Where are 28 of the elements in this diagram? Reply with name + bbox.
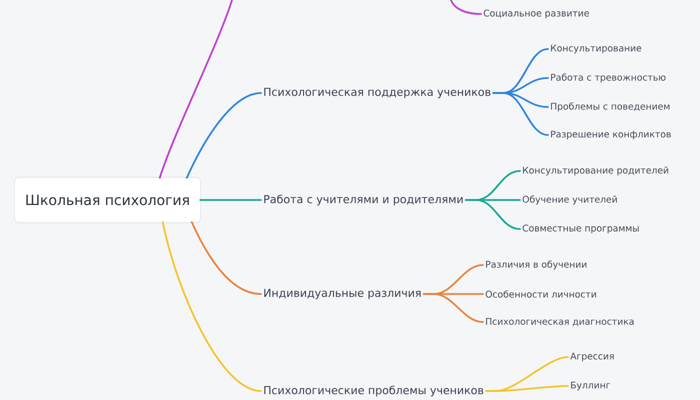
- subtopic-label: Буллинг: [571, 382, 610, 390]
- branch-line: [464, 199, 521, 230]
- subtopic-label: Различия в обучении: [486, 260, 586, 270]
- central-topic-box: Школьная психология: [14, 176, 201, 224]
- subtopic-label: Обучение учителей: [522, 195, 617, 205]
- branch-line: [190, 221, 262, 295]
- topic-label: Психологические проблемы учеников: [264, 386, 484, 396]
- subtopic-label: Консультирование: [551, 44, 642, 54]
- subtopic-label: Агрессия: [570, 352, 614, 362]
- subtopic-label: Разрешение конфликтов: [551, 130, 671, 140]
- branch-line: [450, 0, 482, 15]
- subtopic-label: Совместные программы: [522, 224, 639, 234]
- branch-line: [162, 221, 262, 392]
- topic-label: Работа с учителями и родителями: [264, 194, 463, 206]
- branch-line: [186, 92, 262, 179]
- topic-label: Индивидуальные различия: [264, 288, 421, 300]
- subtopic-label: Психологическая диагностика: [486, 318, 634, 326]
- branch-line: [199, 199, 262, 201]
- branch-line: [492, 92, 549, 136]
- branch-line: [422, 293, 484, 323]
- subtopic-label: Консультирование родителей: [523, 166, 668, 176]
- topic-label: Психологическая поддержка учеников: [264, 88, 490, 98]
- subtopic-label: Социальное развитие: [484, 10, 589, 18]
- subtopic-label: Проблемы с поведением: [551, 102, 670, 112]
- subtopic-label: Работа с тревожностью: [551, 73, 666, 83]
- subtopic-label: Особенности личности: [486, 290, 596, 298]
- branch-line: [485, 385, 569, 392]
- branch-line: [158, 0, 233, 179]
